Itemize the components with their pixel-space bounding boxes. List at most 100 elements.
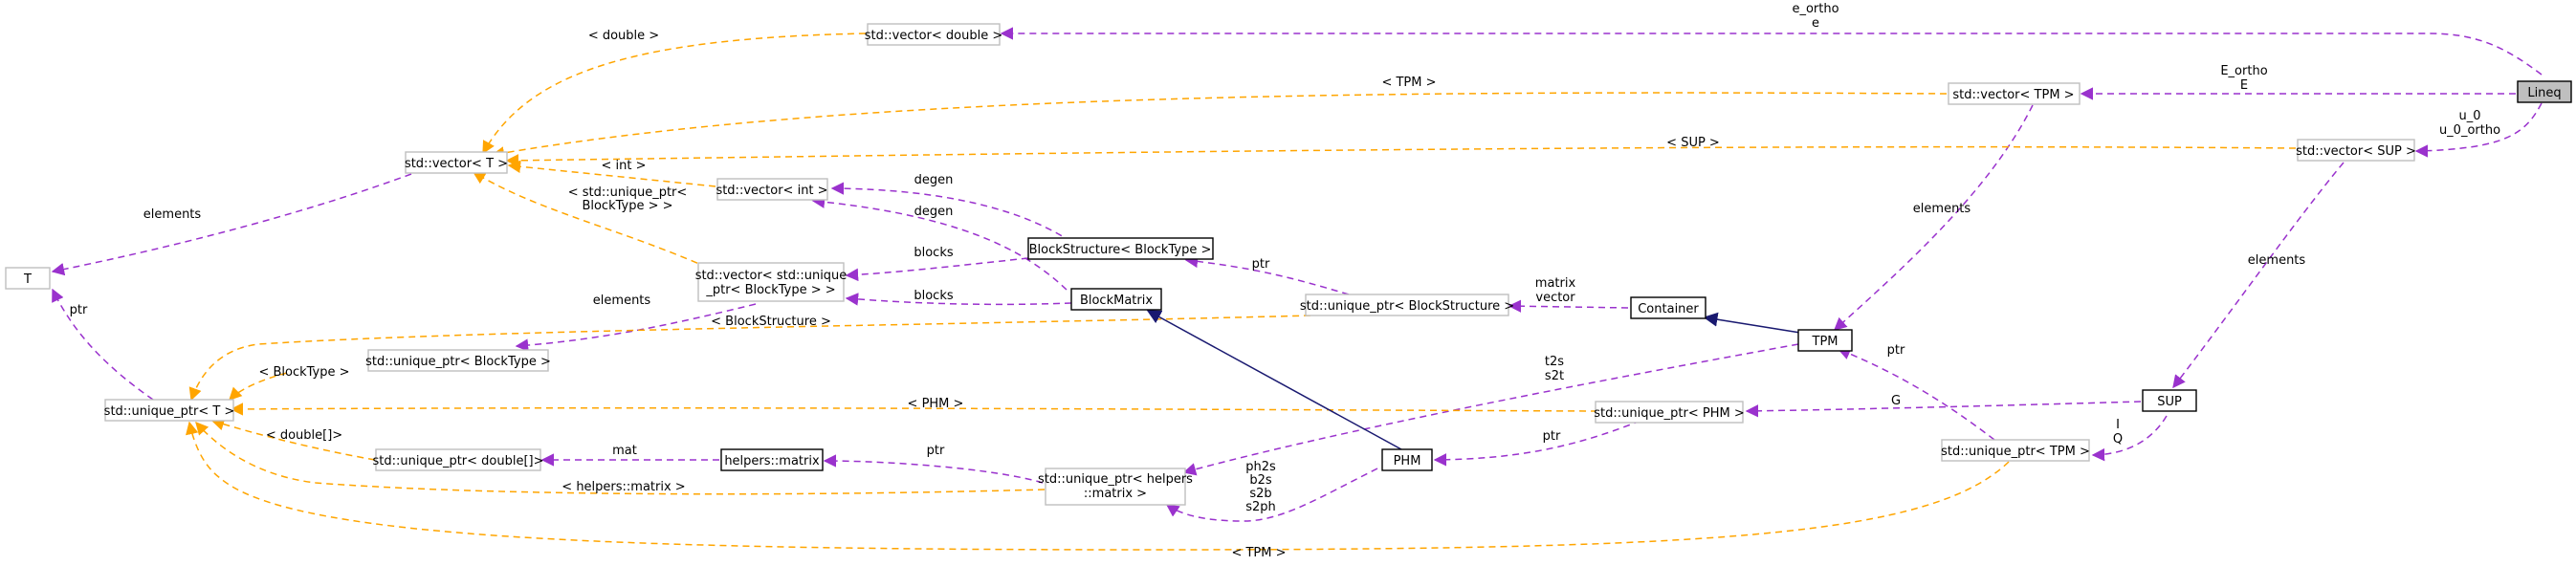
- node-lineq[interactable]: Lineq: [2517, 80, 2572, 103]
- node-vector-sup[interactable]: std::vector< SUP >: [2296, 139, 2416, 162]
- template-edges: [186, 33, 2297, 551]
- node-vector-double-label: std::vector< double >: [865, 29, 1002, 43]
- label-helpers-tmpl: < helpers::matrix >: [561, 480, 685, 494]
- edge-phm-unique-helpers: [1165, 468, 1378, 522]
- node-tpm[interactable]: TPM: [1797, 329, 1853, 352]
- node-vector-tpm-label: std::vector< TPM >: [1952, 88, 2074, 102]
- node-unique-ptr-double[interactable]: std::unique_ptr< double[]>: [372, 448, 544, 471]
- label-s2t: s2t: [1545, 369, 1564, 383]
- node-tpm-label: TPM: [1812, 335, 1838, 349]
- edge-vector-t-t: [51, 173, 412, 276]
- node-phm[interactable]: PHM: [1381, 448, 1433, 471]
- node-blockmatrix[interactable]: BlockMatrix: [1070, 288, 1162, 311]
- edge-tpm-unique-helpers: [1182, 343, 1799, 476]
- edge-labels: e_ortho e E_ortho E u_0 u_0_ortho < doub…: [70, 2, 2500, 560]
- label-phm-tmpl: < PHM >: [908, 397, 964, 411]
- label-elements-blocktype: elements: [593, 294, 651, 308]
- label-ptr-bs: ptr: [1252, 257, 1270, 272]
- edge-container-unique-bs: [1508, 299, 1629, 313]
- label-int-tmpl: < int >: [602, 159, 647, 173]
- label-tpm-tmpl: < TPM >: [1381, 76, 1436, 90]
- node-vector-unique-blocktype[interactable]: std::vector< std::unique _ptr< BlockType…: [695, 262, 848, 302]
- edge-phm-blockmatrix: [1146, 310, 1402, 450]
- edge-unique-t-t: [52, 288, 154, 401]
- label-unique-tmpl-1: < std::unique_ptr<: [568, 185, 688, 200]
- label-ptr-tpm: ptr: [1887, 343, 1905, 358]
- label-ph2s: ph2s: [1245, 460, 1276, 474]
- edge-unique-tpm-unique-t: [186, 421, 2010, 551]
- label-ptr-phm: ptr: [1543, 429, 1561, 444]
- edge-unique-double-unique-t: [210, 418, 376, 461]
- node-t[interactable]: T: [5, 267, 51, 290]
- node-unique-ptr-phm[interactable]: std::unique_ptr< PHM >: [1594, 401, 1745, 424]
- label-s2b: s2b: [1249, 487, 1271, 501]
- label-G: G: [1891, 394, 1901, 408]
- node-unique-ptr-tpm[interactable]: std::unique_ptr< TPM >: [1941, 439, 2090, 462]
- edge-unique-tpm-tpm-ptr: [1837, 347, 1995, 441]
- node-vector-t[interactable]: std::vector< T >: [405, 151, 508, 174]
- node-unique-ptr-tpm-label: std::unique_ptr< TPM >: [1941, 445, 2090, 459]
- label-Q: Q: [2113, 432, 2123, 446]
- node-vector-double[interactable]: std::vector< double >: [865, 23, 1002, 46]
- node-t-label: T: [23, 272, 32, 287]
- label-blocktype-tmpl: < BlockType >: [258, 365, 349, 380]
- node-phm-label: PHM: [1394, 454, 1421, 468]
- node-vector-sup-label: std::vector< SUP >: [2296, 144, 2416, 159]
- edge-vector-double-vector-t: [482, 33, 867, 155]
- label-ptr-helpers: ptr: [927, 444, 945, 458]
- label-b2s: b2s: [1249, 473, 1272, 488]
- node-blockstructure-label: BlockStructure< BlockType >: [1029, 243, 1212, 257]
- node-vector-unique-label-2: _ptr< BlockType > >: [705, 283, 835, 297]
- label-E-ortho: E_ortho: [2220, 64, 2267, 78]
- label-u-0-ortho: u_0_ortho: [2439, 123, 2500, 138]
- node-unique-ptr-blockstructure[interactable]: std::unique_ptr< BlockStructure >: [1300, 294, 1514, 316]
- label-mat: mat: [612, 444, 637, 458]
- node-unique-ptr-blockstructure-label: std::unique_ptr< BlockStructure >: [1300, 299, 1514, 314]
- edge-sup-unique-phm: [1745, 401, 2142, 418]
- node-blockmatrix-label: BlockMatrix: [1080, 294, 1153, 308]
- node-blockstructure[interactable]: BlockStructure< BlockType >: [1027, 237, 1214, 260]
- usage-edges: [51, 27, 2543, 522]
- node-vector-int-label: std::vector< int >: [716, 184, 827, 198]
- node-unique-ptr-helpers[interactable]: std::unique_ptr< helpers ::matrix >: [1038, 468, 1193, 506]
- node-unique-ptr-blocktype[interactable]: std::unique_ptr< BlockType >: [365, 349, 551, 372]
- label-vector: vector: [1535, 291, 1575, 305]
- node-container[interactable]: Container: [1630, 296, 1706, 319]
- node-unique-ptr-helpers-label-2: ::matrix >: [1084, 487, 1147, 501]
- node-helpers-matrix[interactable]: helpers::matrix: [720, 448, 824, 471]
- edge-unique-helpers-helpers-matrix: [823, 454, 1044, 484]
- edge-unique-blocktype-unique-t: [229, 372, 288, 401]
- edge-lineq-vector-double: [1000, 27, 2543, 76]
- node-container-label: Container: [1638, 302, 1699, 316]
- node-helpers-matrix-label: helpers::matrix: [724, 454, 820, 468]
- edge-vector-sup-sup-elements: [2172, 162, 2345, 389]
- node-sup-label: SUP: [2157, 395, 2182, 409]
- edge-blockmatrix-vector-unique-blocks: [845, 293, 1072, 306]
- label-degen-top: degen: [914, 173, 954, 187]
- label-blocks-bottom: blocks: [914, 289, 953, 303]
- label-double-tmpl: < double >: [588, 29, 659, 43]
- edge-unique-bs-blockstructure-ptr: [1184, 254, 1350, 295]
- label-ptr-t: ptr: [70, 303, 88, 317]
- node-vector-int[interactable]: std::vector< int >: [716, 178, 828, 201]
- label-double-arr-tmpl: < double[]>: [266, 428, 342, 443]
- edge-sup-unique-tpm: [2091, 415, 2168, 462]
- node-lineq-label: Lineq: [2527, 86, 2561, 100]
- edge-unique-helpers-unique-t: [195, 421, 1046, 495]
- edge-vector-unique-unique-blocktype: [515, 303, 757, 352]
- node-sup[interactable]: SUP: [2142, 389, 2197, 412]
- label-s2ph: s2ph: [1245, 500, 1276, 514]
- node-unique-ptr-t[interactable]: std::unique_ptr< T >: [104, 399, 235, 422]
- label-I: I: [2116, 418, 2120, 432]
- label-e-ortho: e_ortho: [1792, 2, 1838, 16]
- edge-unique-phm-phm: [1433, 420, 1641, 467]
- node-unique-ptr-helpers-label-1: std::unique_ptr< helpers: [1038, 472, 1193, 487]
- nodes: Lineq std::vector< double > std::vector<…: [5, 23, 2572, 506]
- node-unique-ptr-phm-label: std::unique_ptr< PHM >: [1594, 406, 1745, 421]
- node-vector-tpm[interactable]: std::vector< TPM >: [1948, 82, 2081, 105]
- node-vector-t-label: std::vector< T >: [405, 157, 508, 171]
- inheritance-edges: [1146, 310, 1801, 450]
- label-sup-tmpl: < SUP >: [1666, 136, 1720, 150]
- label-E: E: [2240, 78, 2248, 93]
